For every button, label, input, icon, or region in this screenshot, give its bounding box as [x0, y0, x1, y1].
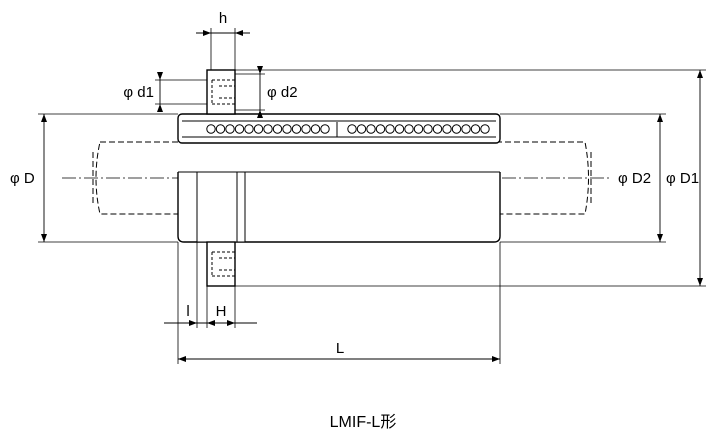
ball	[244, 124, 254, 134]
diagram-caption: LMIF-L形	[329, 414, 397, 431]
ball	[394, 124, 405, 134]
ball	[423, 124, 433, 134]
ball	[480, 124, 490, 134]
ball	[206, 124, 216, 134]
ball	[432, 124, 443, 134]
bearing-body	[177, 113, 501, 243]
ball-rows	[206, 124, 490, 134]
ball	[442, 124, 452, 134]
label-D2: φ D2	[618, 170, 651, 187]
label-H: H	[216, 303, 227, 320]
ball	[272, 124, 283, 134]
ball	[366, 124, 376, 134]
ball	[234, 124, 245, 134]
ball	[413, 124, 424, 134]
extension-lines	[38, 28, 706, 364]
ball	[215, 124, 226, 134]
ball	[385, 124, 395, 134]
ball	[282, 124, 292, 134]
label-l: l	[186, 303, 189, 320]
ball	[291, 124, 302, 134]
ball	[263, 124, 273, 134]
ball	[225, 124, 235, 134]
ball	[320, 124, 330, 134]
label-D: φ D	[10, 170, 35, 187]
ball	[347, 124, 357, 134]
label-h: h	[219, 10, 227, 27]
shaft	[92, 141, 592, 215]
ball	[404, 124, 414, 134]
flange-upper	[206, 69, 236, 115]
ball	[356, 124, 367, 134]
label-L: L	[336, 340, 344, 357]
ball	[301, 124, 311, 134]
ball	[470, 124, 481, 134]
label-d2: φ d2	[267, 84, 298, 101]
label-D1: φ D1	[666, 170, 699, 187]
ball	[461, 124, 471, 134]
ball	[375, 124, 386, 134]
ball	[253, 124, 264, 134]
arrowheads	[41, 30, 703, 362]
ball	[310, 124, 321, 134]
ball	[451, 124, 462, 134]
flange-lower	[206, 241, 236, 287]
label-d1: φ d1	[123, 84, 154, 101]
